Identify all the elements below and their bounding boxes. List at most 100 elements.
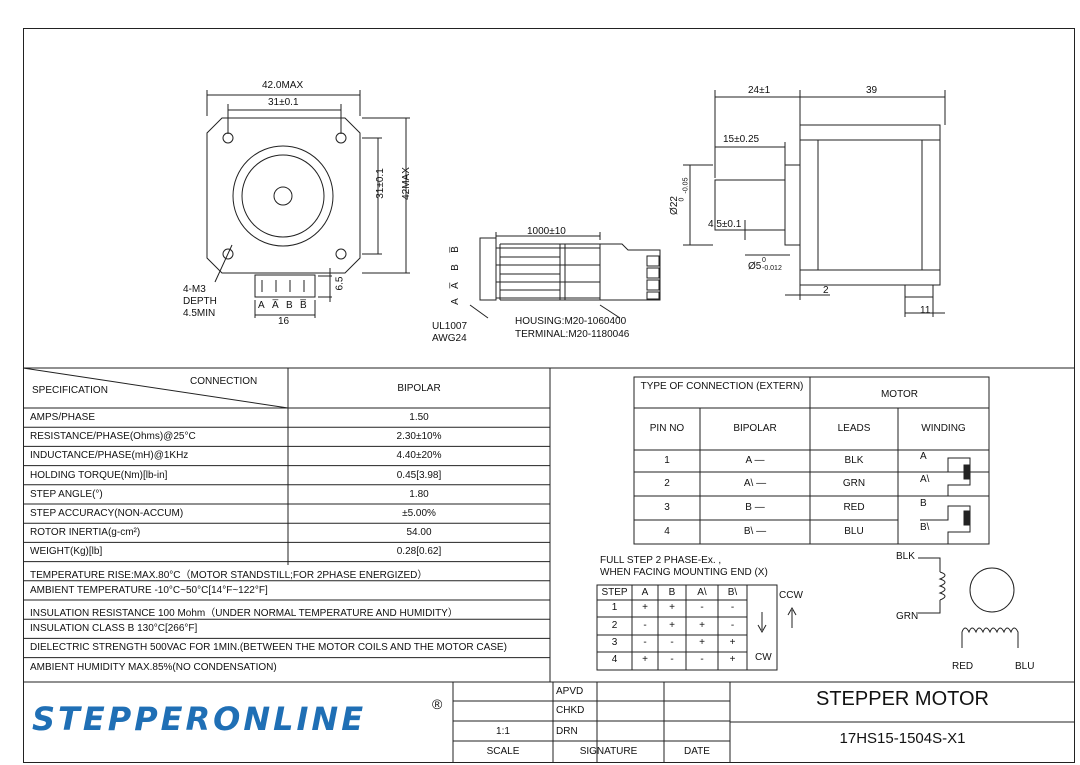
dim-11: 11 — [920, 305, 931, 316]
spec-full-row: AMBIENT HUMIDITY MAX.85%(NO CONDENSATION… — [30, 661, 277, 673]
step-cell: - — [700, 654, 704, 665]
conn-motor-header: MOTOR — [880, 389, 919, 400]
step-note-2: WHEN FACING MOUNTING END (X) — [600, 567, 768, 578]
conn-col-winding: WINDING — [921, 423, 966, 434]
step-header: STEP — [601, 587, 628, 598]
pin-label-b-bar: B̅ — [300, 300, 307, 311]
pin-label-b: B — [286, 300, 293, 311]
conn-pin: 4 — [664, 526, 670, 537]
scale-value: 1:1 — [496, 726, 510, 737]
cw-label: CW — [755, 652, 772, 663]
conn-bipolar: B\ — — [743, 526, 767, 537]
step-cell: - — [670, 637, 674, 648]
conn-col-leads: LEADS — [837, 423, 871, 434]
conn-bipolar: A\ — — [743, 478, 767, 489]
model-number: 17HS15-1504S-X1 — [839, 730, 966, 747]
step-cell: 4 — [611, 654, 618, 665]
conn-type-header: TYPE OF CONNECTION (EXTERN) — [640, 381, 804, 392]
dim-24: 24±1 — [748, 85, 771, 96]
spec-value: 4.40±20% — [396, 450, 442, 462]
step-note-1: FULL STEP 2 PHASE-Ex. , — [600, 555, 722, 566]
hole-note-2: DEPTH — [183, 296, 217, 307]
conn-pin: 2 — [664, 478, 670, 489]
date-label: DATE — [684, 746, 710, 757]
step-cell: - — [730, 602, 735, 613]
step-cell: - — [643, 637, 647, 648]
step-header: B — [668, 587, 676, 598]
step-header: B\ — [727, 587, 738, 598]
signature-label: SIGNATURE — [579, 746, 638, 757]
wire-blu: BLU — [1015, 661, 1035, 672]
wire-blk: BLK — [896, 551, 915, 562]
terminal-label: TERMINAL:M20-1180046 — [515, 329, 630, 340]
front-view-outline — [206, 117, 361, 274]
step-cell: 1 — [611, 602, 618, 613]
hole-note-1: 4-M3 — [183, 284, 206, 295]
dim-5-tol: -0.012 — [762, 265, 782, 272]
dim-31: 31±0.1 — [268, 97, 299, 108]
company-logo: STEPPERONLINE — [32, 700, 367, 738]
apvd-label: APVD — [556, 686, 584, 697]
dim-2: 2 — [823, 285, 829, 296]
spec-label: STEP ANGLE(°) — [30, 488, 103, 500]
step-cell: + — [642, 654, 648, 665]
step-cell: + — [669, 602, 675, 613]
conn-pin: 3 — [664, 502, 670, 513]
chkd-label: CHKD — [556, 705, 585, 716]
dim-16: 16 — [278, 316, 290, 327]
spec-label: ROTOR INERTIA(g-cm²) — [30, 527, 141, 539]
spec-value: 2.30±10% — [396, 431, 442, 443]
spec-label: INDUCTANCE/PHASE(mH)@1KHz — [30, 450, 189, 462]
conn-col-pin: PIN NO — [649, 423, 685, 434]
registered-mark: ® — [432, 696, 443, 712]
step-cell: - — [700, 602, 704, 613]
winding-label: A\ — [920, 474, 930, 485]
winding-label: B\ — [920, 522, 930, 533]
spec-value: 0.28[0.62] — [396, 546, 442, 558]
conn-lead: BLU — [844, 526, 864, 537]
spec-full-row: DIELECTRIC STRENGTH 500VAC FOR 1MIN.(BET… — [30, 642, 507, 654]
spec-full-row: TEMPERATURE RISE:MAX.80°C（MOTOR STANDSTI… — [30, 569, 428, 581]
spec-value: 1.80 — [409, 488, 429, 500]
conn-pin: 1 — [664, 455, 670, 466]
spec-value: ±5.00% — [402, 508, 436, 519]
spec-label: STEP ACCURACY(NON-ACCUM) — [30, 508, 184, 519]
step-cell: 3 — [611, 637, 618, 648]
drawing-frame — [23, 28, 1075, 763]
conn-lead: RED — [843, 502, 865, 513]
conn-bipolar: B — — [745, 502, 765, 513]
step-header: A — [641, 587, 649, 598]
conn-lead: BLK — [844, 455, 864, 466]
spec-label: RESISTANCE/PHASE(Ohms)@25°C — [30, 431, 196, 443]
spec-header-value: BIPOLAR — [397, 383, 441, 394]
step-cell: + — [669, 620, 675, 631]
wire-grn: GRN — [896, 611, 919, 622]
wire-gauge-label: AWG24 — [432, 333, 467, 344]
winding-label: A — [920, 451, 927, 462]
dim-42max: 42.0MAX — [262, 80, 304, 91]
drn-label: DRN — [556, 726, 578, 737]
winding-label: B — [920, 498, 927, 509]
spec-full-row: INSULATION RESISTANCE 100 Mohm（UNDER NOR… — [30, 608, 458, 619]
scale-label: SCALE — [486, 746, 520, 757]
spec-value: 54.00 — [406, 527, 432, 539]
dim-5: Ø5 — [748, 261, 762, 272]
step-cell: + — [729, 654, 736, 665]
step-cell: + — [699, 620, 705, 631]
spec-header-right: CONNECTION — [190, 376, 258, 387]
drawing-title: STEPPER MOTOR — [816, 688, 989, 710]
spec-label: AMPS/PHASE — [30, 412, 96, 423]
step-cell: - — [670, 654, 674, 665]
step-header: A\ — [697, 587, 707, 598]
housing-label: HOUSING:M20-1060400 — [515, 316, 627, 327]
spec-full-row: INSULATION CLASS B 130°C[266°F] — [30, 623, 198, 635]
spec-label: WEIGHT(Kg)[lb] — [30, 546, 103, 558]
step-cell: + — [642, 602, 648, 613]
pin-label-a-bar: A̅ — [272, 300, 279, 311]
conn-col-bipolar: BIPOLAR — [733, 423, 777, 434]
spec-value: 0.45[3.98] — [396, 469, 442, 481]
wire-red: RED — [952, 661, 974, 672]
step-cell: + — [699, 637, 705, 648]
cable-wires — [500, 256, 560, 291]
